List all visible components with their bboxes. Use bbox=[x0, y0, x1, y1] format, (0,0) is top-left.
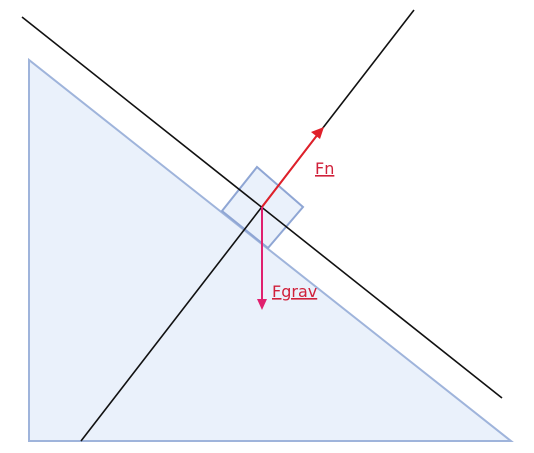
arrow-up-right-icon bbox=[311, 127, 324, 139]
incline-ramp bbox=[28, 57, 514, 442]
gravity-force-label: Fgrav bbox=[272, 282, 317, 301]
arrow-down-icon bbox=[257, 299, 267, 310]
normal-force-vector bbox=[261, 133, 319, 208]
normal-force-label: Fn bbox=[315, 159, 334, 178]
perpendicular-axis-line bbox=[80, 9, 415, 442]
